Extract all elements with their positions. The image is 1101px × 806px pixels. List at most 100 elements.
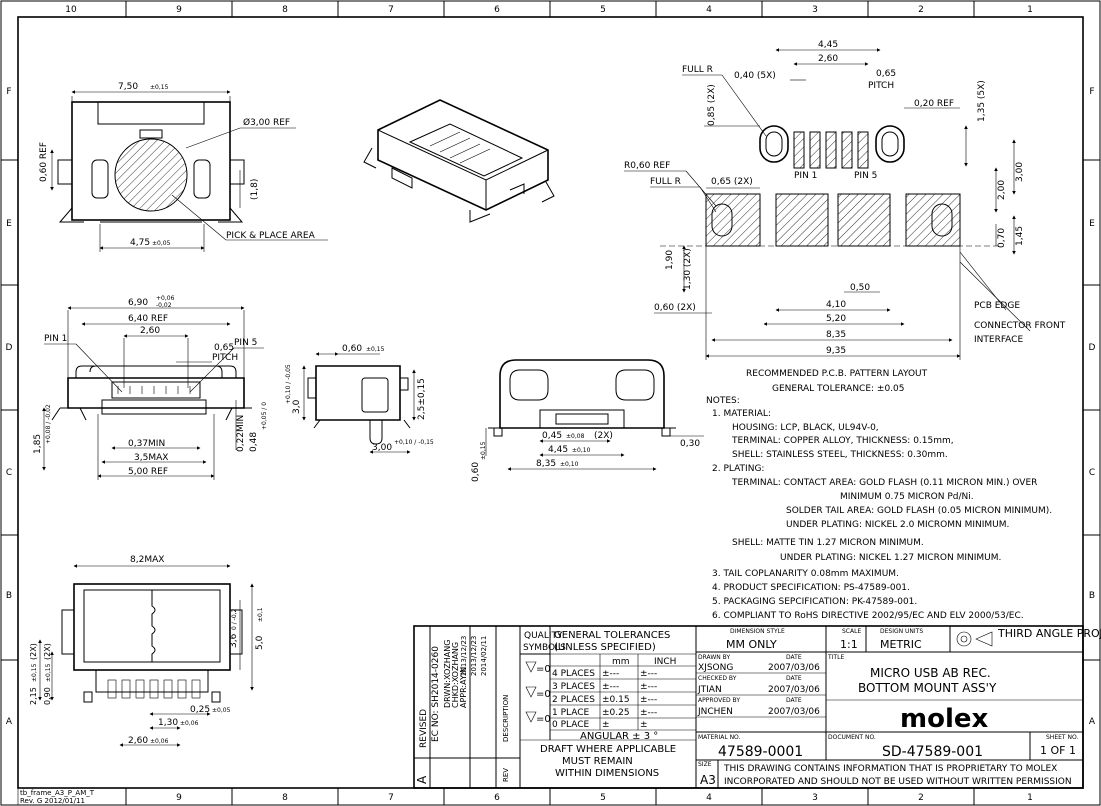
dim-bottom-h2: 3,6: [229, 633, 239, 648]
dim-front-h-left-tol: +0,08 / -0,02: [45, 404, 52, 444]
note-line: MINIMUM 0.75 MICRON Pd/Ni.: [840, 492, 974, 502]
tb-prop2: INCORPORATED AND SHOULD NOT BE USED WITH…: [724, 777, 1072, 787]
tb-tol-inch: ±---: [640, 669, 657, 679]
label-pcb-fullr: FULL R: [682, 65, 713, 75]
label-pcb-r060: R0,60 REF: [624, 161, 670, 171]
tb-dim-style-label: DIMENSION STYLE: [730, 628, 785, 635]
pcb-layout: 4,45 2,60 FULL R 0,40 (5X) 0,65 PITCH 0,…: [624, 40, 1066, 394]
dim-pcb-410: 4,10: [826, 300, 846, 310]
row-label: C: [6, 468, 12, 478]
tb-date-label: DATE: [786, 654, 802, 661]
dim-bottom-p260-tol: ±0,06: [150, 738, 169, 745]
label-interface: INTERFACE: [974, 335, 1023, 345]
dim-side-top: 0,60: [342, 344, 362, 354]
tb-checked-by: JTIAN: [697, 685, 722, 695]
tb-units: METRIC: [880, 638, 922, 651]
tb-tol-mm: ±0.25: [602, 708, 630, 718]
note-line: 2. PLATING:: [712, 464, 764, 474]
dim-bottom-p025-tol: ±0,05: [212, 707, 231, 714]
dim-bottom-l2-tol: ±0,15: [45, 663, 52, 682]
col-label: 3: [812, 5, 818, 15]
dim-bottom-h1-tol: ±0,1: [257, 607, 264, 622]
pcb-tolerance: GENERAL TOLERANCE: ±0.05: [772, 384, 905, 394]
tb-size: A3: [700, 773, 716, 787]
row-label: A: [6, 717, 13, 727]
dim-front-w1-tol-dn: -0,02: [156, 302, 172, 309]
tb-approved-date: 2007/03/06: [768, 707, 820, 717]
dim-bottom-p025: 0,25: [190, 705, 210, 715]
frame-id: tb_frame_A3_P_AM_T Rev. G 2012/01/11: [17, 787, 127, 806]
dim-top-width-tol: ±0,15: [150, 84, 169, 91]
dim-front-min022: 0,22MIN: [236, 415, 246, 452]
zone-labels-side: F E D C B A F E D C B A: [6, 87, 1096, 727]
col-label: 8: [282, 793, 288, 803]
pcb-pins: [793, 131, 869, 169]
label-front-pin5: PIN 5: [234, 338, 257, 348]
col-label: 1: [1027, 5, 1033, 15]
row-label: D: [1089, 343, 1096, 353]
dim-rear-h: 0,60: [471, 462, 481, 482]
notes: NOTES: 1. MATERIAL: HOUSING: LCP, BLACK,…: [706, 396, 1052, 621]
tb-sheet: 1 OF 1: [1040, 744, 1076, 757]
front-view: 6,90 +0,06 -0,02 6,40 REF 2,60 PIN 1 PIN…: [33, 295, 268, 480]
tb-date3: 2014/02/11: [480, 636, 488, 676]
dim-front-pitch-val: 0,65: [214, 343, 234, 353]
dim-front-max35: 3,5MAX: [134, 453, 168, 463]
tb-drawn-by: XJSONG: [698, 663, 733, 673]
note-line: 6. COMPLIANT TO RoHS DIRECTIVE 2002/95/E…: [712, 611, 1024, 621]
col-label: 9: [176, 793, 182, 803]
tb-tol-label: 0 PLACE: [552, 720, 590, 730]
dim-pcb-065-2x: 0,65 (2X): [711, 177, 753, 187]
dim-pcb-pitch: PITCH: [868, 81, 894, 91]
tb-drwn: DRWN:XOZHANG: [443, 640, 452, 708]
label-pcb-pin1: PIN 1: [794, 171, 817, 181]
label-front-pin1: PIN 1: [44, 334, 67, 344]
dim-pcb-050: 0,50: [850, 283, 870, 293]
dim-side-h30: 3,0: [292, 399, 302, 414]
tb-tol-mm: ±0.15: [602, 695, 630, 705]
tb-doc: SD-47589-001: [882, 744, 983, 760]
tb-size-label: SIZE: [698, 761, 712, 768]
tb-material-label: MATERIAL NO.: [698, 734, 741, 741]
dim-bottom-l1-note: (2X): [29, 643, 38, 660]
zone-labels-top: 10 9 8 7 6 5 4 3 2 1: [65, 5, 1033, 15]
dim-rear-d2: 4,45: [548, 445, 568, 455]
dim-bottom-p260: 2,60: [128, 736, 148, 746]
tb-appr: APPR:AYIN: [459, 667, 468, 708]
note-line: 4. PRODUCT SPECIFICATION: PS-47589-001.: [712, 583, 910, 593]
row-label: F: [1089, 87, 1094, 97]
dim-circle: Ø3,00 REF: [243, 117, 290, 128]
tb-mm: mm: [612, 657, 630, 667]
dim-front-h048: 0,48: [249, 432, 259, 452]
dim-pcb-065: 0,65: [876, 69, 896, 79]
tb-date-label: DATE: [786, 675, 802, 682]
dim-front-ref5: 5,00 REF: [128, 467, 168, 477]
dim-pcb-520: 5,20: [826, 314, 846, 324]
dim-bottom-p130: 1,30: [158, 718, 178, 728]
note-line: UNDER PLATING: NICKEL 2.0 MICROMN MINIMU…: [786, 520, 1009, 530]
col-label: 8: [282, 5, 288, 15]
col-label: 4: [706, 5, 712, 15]
isometric-view: [363, 99, 555, 223]
tb-tol-inch: ±---: [640, 708, 657, 718]
dim-bottom-l1-tol: ±0,15: [31, 663, 38, 682]
label-pcb-edge: PCB EDGE: [974, 301, 1020, 311]
dim-rear-d3: 8,35: [536, 459, 556, 469]
dim-pcb-935: 9,35: [826, 346, 846, 356]
tb-desc-label: DESCRIPTION: [502, 695, 510, 742]
tb-gen-tol: GENERAL TOLERANCES: [554, 630, 670, 641]
dim-top-right: (1,8): [250, 179, 260, 200]
dim-rear-h-tol: ±0,15: [480, 441, 487, 460]
dim-pcb-260: 2,60: [818, 54, 838, 64]
tb-scale: 1:1: [840, 638, 858, 651]
tb-sym: =0: [536, 714, 551, 725]
dim-pcb-040: 0,40 (5X): [734, 71, 776, 81]
dim-bottom-p130-tol: ±0,06: [180, 720, 199, 727]
dim-side-top-tol: ±0,15: [366, 346, 385, 353]
tb-title-label: TITLE: [827, 654, 844, 661]
dim-pcb-085: 0,85 (2X): [707, 84, 717, 126]
dim-pcb-135: 1,35 (5X): [977, 80, 987, 122]
tb-dim-style: MM ONLY: [726, 638, 777, 651]
tb-date2: 2013/12/23: [470, 636, 478, 676]
